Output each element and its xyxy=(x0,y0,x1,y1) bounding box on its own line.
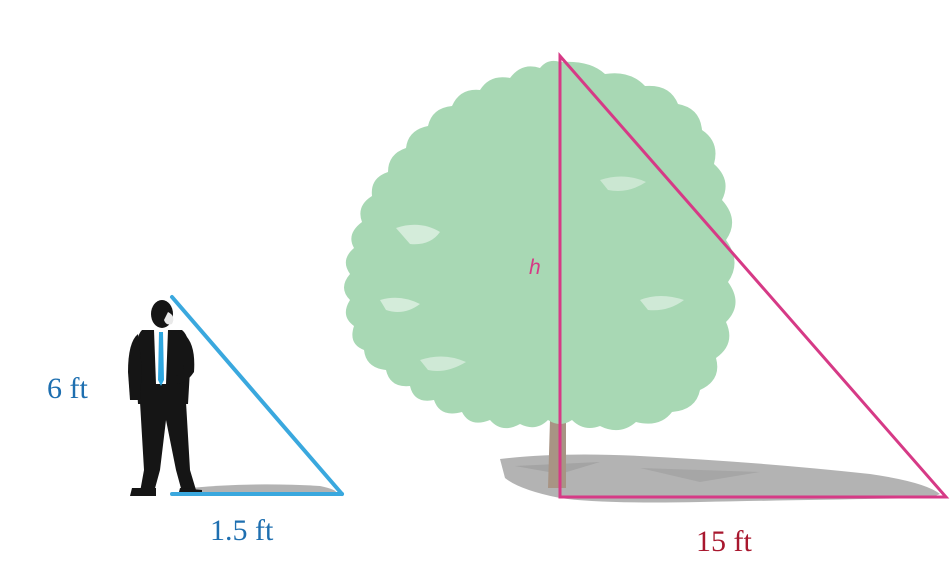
person-triangle-hypotenuse xyxy=(170,295,344,496)
person-legs xyxy=(140,402,196,492)
man-in-suit-icon xyxy=(128,300,337,496)
tree-triangle-outline xyxy=(558,52,950,499)
person-height-label: 6 ft xyxy=(47,372,88,405)
tree-height-label: h xyxy=(529,256,541,279)
person-shadow-label: 1.5 ft xyxy=(210,514,274,547)
person-left-arm xyxy=(128,334,142,400)
tree-foliage xyxy=(344,60,736,431)
person-triangle xyxy=(170,295,344,496)
tree-shadow-label: 15 ft xyxy=(696,525,752,558)
person-right-arm xyxy=(176,334,195,384)
person-tie xyxy=(158,332,164,386)
tree-triangle xyxy=(558,52,950,499)
tree-ground-shadow xyxy=(500,454,940,503)
tree-icon xyxy=(344,60,940,503)
